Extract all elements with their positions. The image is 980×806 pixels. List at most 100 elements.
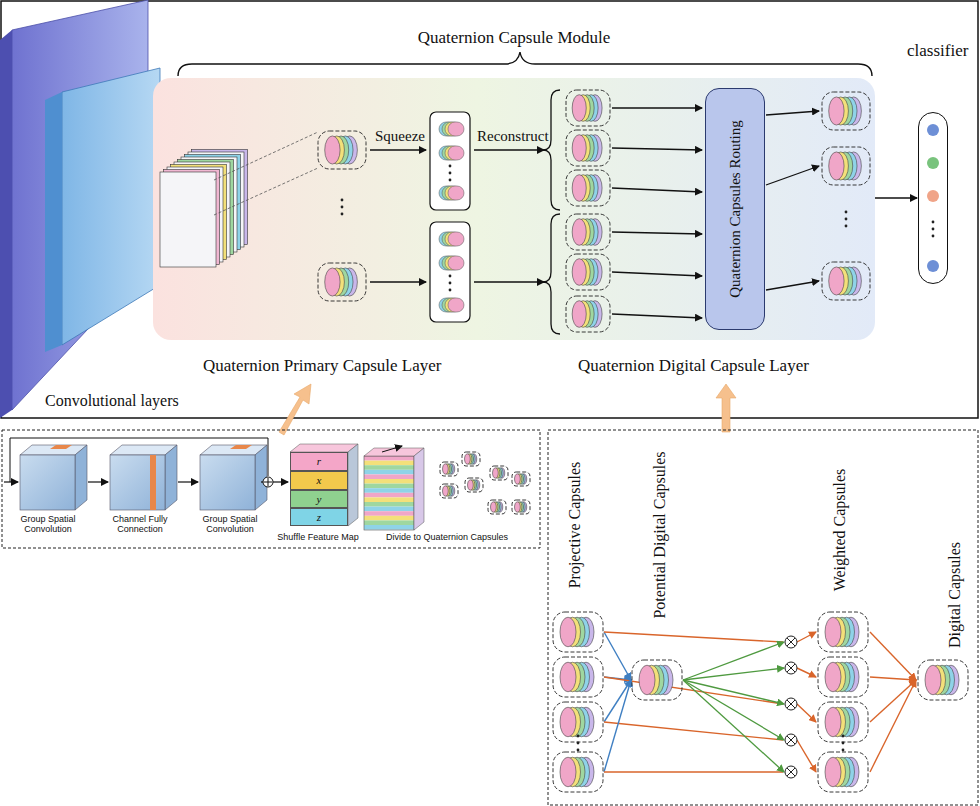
- shuffled-map: [364, 456, 414, 530]
- capsule-component: [825, 617, 841, 647]
- capsule-outline: [490, 466, 508, 480]
- ellipsis-dot: [845, 225, 848, 228]
- capsule-outline: [553, 657, 603, 697]
- label: Quaternion Digital Capsule Layer: [578, 356, 809, 376]
- capsule-component: [829, 152, 844, 180]
- shuffled-stripe: [364, 520, 414, 525]
- quaternion-capsule: [566, 130, 610, 166]
- capsule-component: [829, 97, 844, 125]
- quaternion-capsule: [822, 92, 870, 130]
- capsule-component: [515, 502, 521, 512]
- capsule-component: [443, 464, 449, 474]
- arrow-line: [683, 668, 784, 680]
- connector-arrow: [875, 197, 917, 199]
- quaternion-capsule: [822, 262, 870, 300]
- ellipsis-dot: [845, 211, 848, 214]
- arrow-line: [870, 677, 916, 680]
- shuffled-stripe: [364, 470, 414, 475]
- arrow-line: [273, 481, 288, 482]
- quaternion-slab: x: [290, 471, 348, 490]
- layer-caption: Group Spatial Convolution: [185, 514, 275, 535]
- ellipsis-dot: [842, 742, 845, 745]
- kernel-patch: [150, 455, 156, 510]
- brace: [543, 90, 560, 210]
- arrow-line: [612, 272, 702, 276]
- kernel-patch: [50, 445, 72, 449]
- arrow-line: [604, 632, 783, 642]
- capsule-outline: [566, 296, 610, 332]
- quaternion-capsule: [818, 657, 868, 697]
- capsule-component: [825, 757, 841, 787]
- quaternion-capsule: [488, 500, 506, 514]
- capsule-component: [825, 662, 841, 692]
- quaternion-capsule: [462, 452, 480, 466]
- ellipsis-dot: [341, 199, 344, 202]
- quaternion-capsule: [566, 296, 610, 332]
- arrow-line: [870, 632, 916, 680]
- arrow-line: [474, 149, 544, 150]
- quaternion-capsule: [512, 472, 530, 486]
- ellipsis-dot: [842, 735, 845, 738]
- capsule-component: [560, 707, 576, 737]
- quaternion-capsule: [632, 660, 682, 700]
- cube-face: [110, 455, 165, 510]
- ellipsis-dot: [842, 749, 845, 752]
- arrow-line: [604, 680, 631, 772]
- shuffled-stripe: [364, 502, 414, 507]
- capsule-pill: [439, 186, 464, 200]
- conv-cube: [200, 445, 267, 510]
- capsule-pill: [448, 256, 464, 270]
- arrow-line: [766, 111, 819, 115]
- arrow-line: [370, 281, 426, 282]
- arrow-line: [612, 188, 702, 192]
- capsule-component: [572, 135, 586, 162]
- kernel-patch: [230, 445, 252, 449]
- layer-caption: Channel Fully Connection: [95, 514, 185, 535]
- shuffled-stripe: [364, 474, 414, 479]
- multiply-symbol: [787, 700, 795, 708]
- capsule-pill: [448, 186, 464, 200]
- quaternion-capsule: [490, 466, 508, 480]
- capsule-component: [560, 617, 576, 647]
- label: Squeeze: [375, 128, 425, 145]
- capsule-outline: [822, 92, 870, 130]
- quaternion-capsule: [318, 263, 366, 301]
- capsule-component: [468, 480, 474, 490]
- capsule-component: [443, 486, 449, 496]
- detail-frame: [548, 430, 978, 805]
- arrow-line: [612, 148, 702, 150]
- quaternion-capsule: [553, 752, 603, 792]
- arrow-line: [474, 281, 544, 282]
- quaternion-capsule: [553, 702, 603, 742]
- ellipsis-dot: [449, 275, 452, 278]
- ellipsis-dot: [341, 213, 344, 216]
- arrow-line: [870, 680, 916, 722]
- multiply-symbol: [787, 768, 795, 776]
- rotated-label: Projective Capsules: [566, 462, 584, 589]
- capsule-outline: [553, 702, 603, 742]
- capsule-outline: [818, 752, 868, 792]
- capsule-outline: [462, 452, 480, 466]
- capsule-component: [572, 175, 586, 202]
- bracket: [178, 52, 872, 76]
- shuffled-stripe: [364, 507, 414, 512]
- arrow-line: [604, 722, 783, 740]
- projection-line: [214, 132, 318, 180]
- multiply-symbol: [787, 736, 795, 744]
- capsule-outline: [553, 752, 603, 792]
- quaternion-capsule: [553, 657, 603, 697]
- capsule-component: [829, 267, 844, 295]
- label: Reconstruct: [477, 128, 549, 145]
- arrow-line: [683, 680, 784, 704]
- ellipsis-dot: [577, 742, 580, 745]
- multiply-symbol: [785, 698, 797, 710]
- module-region: Quaternion Capsule ModuleQuaternion Caps…: [153, 78, 875, 340]
- capsule-outline: [822, 147, 870, 185]
- arrow-line: [683, 680, 784, 772]
- capsule-outline: [918, 660, 968, 700]
- classifier-vector: classifier: [918, 112, 948, 284]
- quaternion-capsule: [553, 612, 603, 652]
- capsule-outline: [818, 657, 868, 697]
- conv-cube: [20, 445, 87, 510]
